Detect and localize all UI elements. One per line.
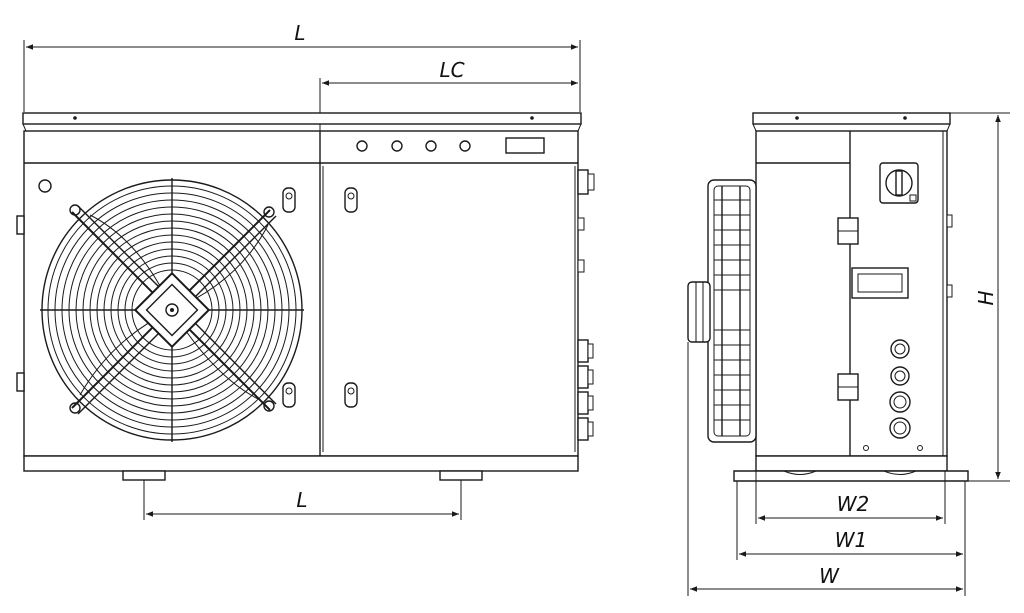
dimension-w: W — [687, 342, 966, 596]
dim-label-w2: W2 — [837, 492, 870, 516]
dimension-overall-length: L — [23, 21, 581, 112]
front-view: L LC — [16, 21, 595, 520]
side-feet — [733, 470, 969, 482]
dim-label-w: W — [819, 564, 840, 588]
dimension-feet-spacing: L — [143, 480, 462, 520]
side-fan-motor — [687, 281, 711, 343]
side-view: H — [687, 112, 1010, 596]
side-fan-guard — [687, 179, 757, 443]
dim-label-l-feet: L — [296, 488, 307, 512]
unit-base — [23, 455, 579, 472]
dim-label-w1: W1 — [835, 528, 868, 552]
dimension-lc: LC — [319, 58, 578, 165]
hinge — [16, 215, 25, 235]
indicator-lamps — [356, 140, 471, 152]
panel-latches — [282, 187, 358, 408]
side-roof — [752, 112, 951, 125]
dim-label-l: L — [294, 21, 305, 45]
side-base — [755, 455, 948, 472]
unit-roof — [22, 112, 582, 132]
display-window — [505, 137, 545, 154]
cable-glands-side — [863, 339, 923, 451]
foot-right — [439, 470, 483, 481]
dim-label-lc: LC — [439, 58, 464, 82]
dimension-height: H — [950, 112, 1010, 482]
foot-left — [122, 470, 166, 481]
hinge — [16, 372, 25, 392]
cable-glands-front — [577, 169, 595, 441]
main-switch — [879, 162, 919, 204]
dimension-w2: W2 — [755, 471, 946, 524]
drain-plug — [38, 179, 52, 193]
side-handle-window — [851, 267, 909, 299]
dimension-w1: W1 — [736, 481, 966, 560]
dim-label-h: H — [974, 290, 998, 305]
fan-guard — [40, 178, 304, 442]
